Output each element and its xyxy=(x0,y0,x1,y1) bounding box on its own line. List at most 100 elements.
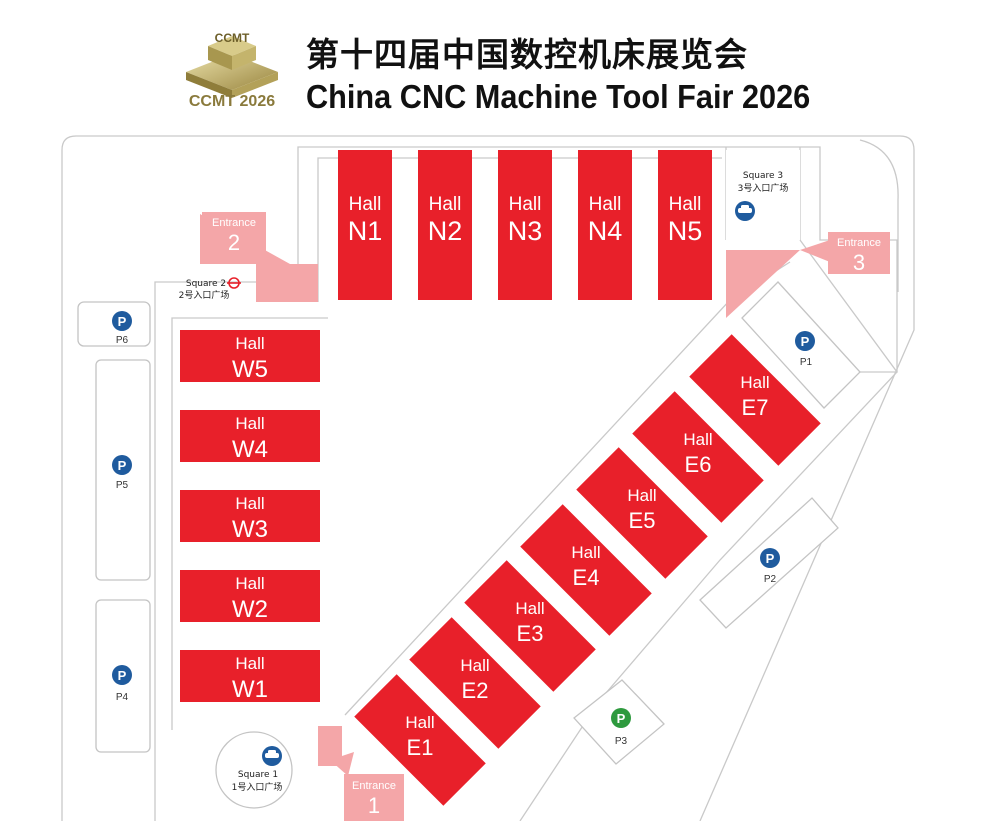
hall-n5-prefix: Hall xyxy=(669,194,702,215)
hall-w5[interactable]: Hall W5 xyxy=(180,330,320,383)
parking-marker-p4[interactable]: P P4 xyxy=(112,665,132,703)
square-3-plaza xyxy=(726,150,800,240)
header: CCMT CCMT 2026 第十四届中国数控机床展览会 China CNC M… xyxy=(0,0,998,130)
hall-n3-code: N3 xyxy=(508,216,543,246)
parking-p3-glyph: P xyxy=(617,711,626,726)
hall-e5[interactable]: Hall E5 xyxy=(576,447,708,579)
entrance-1-label: Entrance xyxy=(352,780,396,792)
parking-p6-icon xyxy=(112,311,132,331)
entrance-1-badge[interactable] xyxy=(344,774,404,821)
hall-e5-code: E5 xyxy=(629,508,656,533)
hall-w1-prefix: Hall xyxy=(235,654,264,673)
hall-e3-prefix: Hall xyxy=(515,599,544,618)
ne-road xyxy=(859,139,899,292)
title-english: China CNC Machine Tool Fair 2026 xyxy=(306,78,811,115)
hall-w2-code: W2 xyxy=(232,596,268,623)
hall-n5[interactable]: Hall N5 xyxy=(658,150,712,300)
parking-p1-label: P1 xyxy=(800,357,813,368)
entrance-3-number: 3 xyxy=(853,250,865,275)
hall-e6[interactable]: Hall E6 xyxy=(632,391,764,523)
hall-w3[interactable]: Hall W3 xyxy=(180,490,320,543)
hall-w3-code: W3 xyxy=(232,516,268,543)
hall-e7[interactable]: Hall E7 xyxy=(689,334,821,466)
parking-p4-icon xyxy=(112,665,132,685)
site-boundary-road xyxy=(61,135,915,821)
parking-p2-icon xyxy=(760,548,780,568)
car-icon xyxy=(262,746,282,766)
west-road-inner xyxy=(171,317,328,730)
car-icon xyxy=(735,201,755,221)
parking-p1-icon xyxy=(795,331,815,351)
hall-n2[interactable]: Hall N2 xyxy=(418,150,472,300)
hall-e7-prefix: Hall xyxy=(740,373,769,392)
hall-w2-prefix: Hall xyxy=(235,574,264,593)
parking-p4-label: P4 xyxy=(116,692,129,703)
parking-p5-icon xyxy=(112,455,132,475)
parking-p4-glyph: P xyxy=(118,668,127,683)
square-1-en: Square 1 xyxy=(238,770,278,780)
square-3-cn: 3号入口广场 xyxy=(738,182,789,194)
hall-e6-prefix: Hall xyxy=(683,430,712,449)
parking-p5-glyph: P xyxy=(118,458,127,473)
hall-n5-code: N5 xyxy=(668,216,703,246)
parking-marker-p2[interactable]: P P2 xyxy=(760,548,780,585)
logo-caption: CCMT 2026 xyxy=(188,93,276,110)
parking-p3-label: P3 xyxy=(615,736,628,747)
hall-e4-code: E4 xyxy=(573,565,600,590)
hall-n1[interactable]: Hall N1 xyxy=(338,150,392,300)
entrance-1-number: 1 xyxy=(368,793,380,818)
entrance-2-number: 2 xyxy=(228,230,240,255)
hall-w1[interactable]: Hall W1 xyxy=(180,650,320,703)
entrance-1-link xyxy=(330,752,354,776)
hall-n1-prefix: Hall xyxy=(349,194,382,215)
hall-e2-code: E2 xyxy=(462,678,489,703)
parking-p6-glyph: P xyxy=(118,314,127,329)
entrance-3-link xyxy=(800,240,830,262)
hall-e4-prefix: Hall xyxy=(571,543,600,562)
entrance-3-badge[interactable] xyxy=(828,232,890,274)
hall-e3-code: E3 xyxy=(517,621,544,646)
entrance-3-label: Entrance xyxy=(837,237,881,249)
square-1-cn: 1号入口广场 xyxy=(232,781,283,793)
hall-e5-prefix: Hall xyxy=(627,486,656,505)
hall-n4[interactable]: Hall N4 xyxy=(578,150,632,300)
hall-e6-code: E6 xyxy=(685,452,712,477)
hall-n4-prefix: Hall xyxy=(589,194,622,215)
hall-e1[interactable]: Hall E1 xyxy=(354,674,486,806)
hall-w5-code: W5 xyxy=(232,356,268,383)
parking-p6-label: P6 xyxy=(116,335,129,346)
hall-w4[interactable]: Hall W4 xyxy=(180,410,320,463)
parking-marker-p1[interactable]: P P1 xyxy=(795,331,815,368)
hall-n4-code: N4 xyxy=(588,216,623,246)
hall-e7-code: E7 xyxy=(742,395,769,420)
hall-n1-code: N1 xyxy=(348,216,383,246)
square-1[interactable]: Square 1 1号入口广场 xyxy=(232,746,283,793)
parking-p1-glyph: P xyxy=(801,334,810,349)
east-road xyxy=(519,239,898,821)
square-2[interactable]: Square 2 2号入口广场 xyxy=(179,277,241,301)
parking-marker-p5[interactable]: P P5 xyxy=(112,455,132,491)
square-3[interactable]: Square 3 3号入口广场 xyxy=(735,171,788,221)
hall-e4[interactable]: Hall E4 xyxy=(520,504,652,636)
hall-n2-prefix: Hall xyxy=(429,194,462,215)
parking-p3-icon xyxy=(611,708,631,728)
parking-marker-p6[interactable]: P P6 xyxy=(112,311,132,346)
hall-n2-code: N2 xyxy=(428,216,463,246)
hall-n3[interactable]: Hall N3 xyxy=(498,150,552,300)
parking-marker-p3[interactable]: P P3 xyxy=(611,708,631,747)
logo-text: CCMT xyxy=(215,31,250,45)
hall-e3[interactable]: Hall E3 xyxy=(464,560,596,692)
entrance-2-badge[interactable] xyxy=(202,212,266,256)
hall-e1-prefix: Hall xyxy=(405,713,434,732)
hall-e2[interactable]: Hall E2 xyxy=(409,617,541,749)
inner-road xyxy=(154,146,898,821)
hall-w2[interactable]: Hall W2 xyxy=(180,570,320,623)
metro-icon xyxy=(227,277,241,289)
ccmt-logo: CCMT xyxy=(186,31,278,98)
square-3-en: Square 3 xyxy=(743,171,783,181)
hall-e2-prefix: Hall xyxy=(460,656,489,675)
square-2-en: Square 2 xyxy=(186,279,226,289)
square-2-cn: 2号入口广场 xyxy=(179,289,230,301)
entrance-2-label: Entrance xyxy=(212,217,256,229)
